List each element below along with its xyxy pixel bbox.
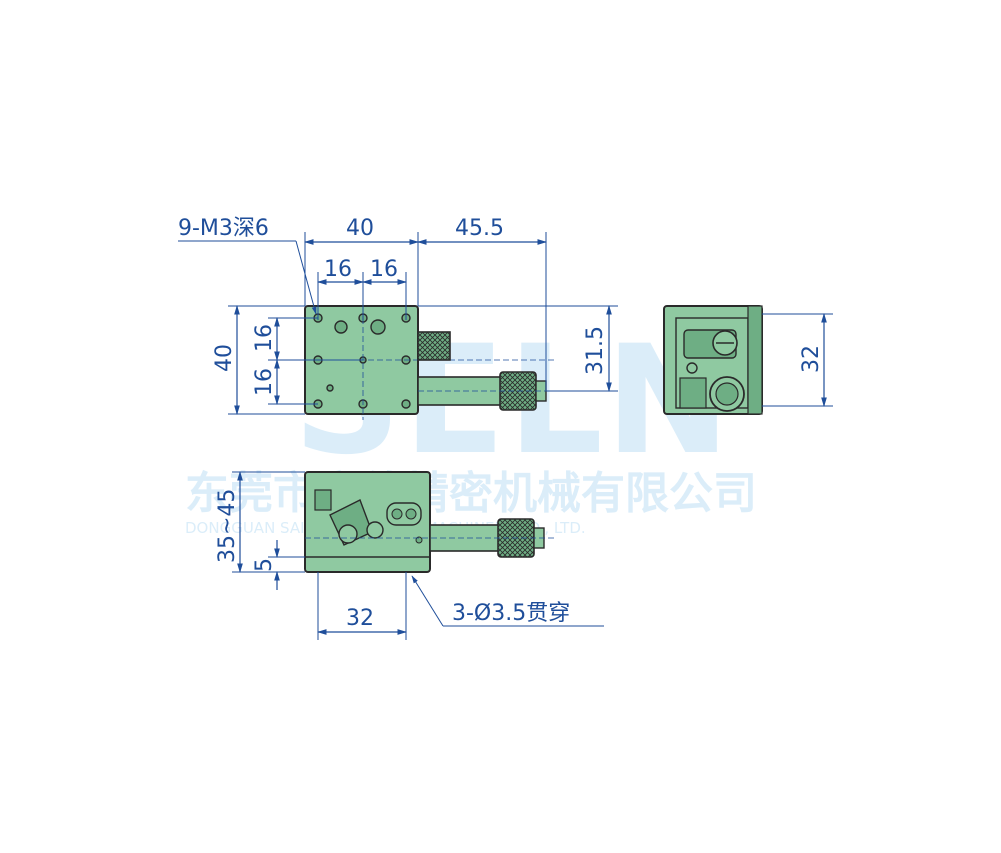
dim-height-range: 35~45	[215, 489, 240, 563]
dim-micrometer-length: 45.5	[455, 216, 504, 241]
dim-top-height: 40	[212, 344, 237, 372]
lock-knob	[417, 331, 451, 361]
dim-hole-pitch-bottom: 32	[346, 606, 374, 631]
dim-hole-pitch-x2: 16	[370, 257, 398, 282]
dim-hole-pitch-y2: 16	[252, 368, 277, 396]
front-view: 35~45 5 32 3-Ø3.5贯穿	[215, 471, 604, 640]
dim-top-width: 40	[346, 216, 374, 241]
dim-base-height: 5	[252, 558, 277, 572]
dim-hole-pitch-y1: 16	[252, 324, 277, 352]
dim-micrometer-offset: 31.5	[583, 326, 608, 375]
dim-side-height: 32	[799, 345, 824, 373]
watermark-company-cn: 东莞市赛伦精密机械有限公司	[185, 468, 757, 519]
callout-holes: 9-M3深6	[178, 216, 269, 241]
top-view: 40 45.5 16 16 9-M3深6 40 16 16 31.5	[178, 216, 618, 420]
side-view: 32	[663, 305, 833, 415]
callout-through-holes: 3-Ø3.5贯穿	[452, 601, 570, 626]
dim-hole-pitch-x1: 16	[324, 257, 352, 282]
